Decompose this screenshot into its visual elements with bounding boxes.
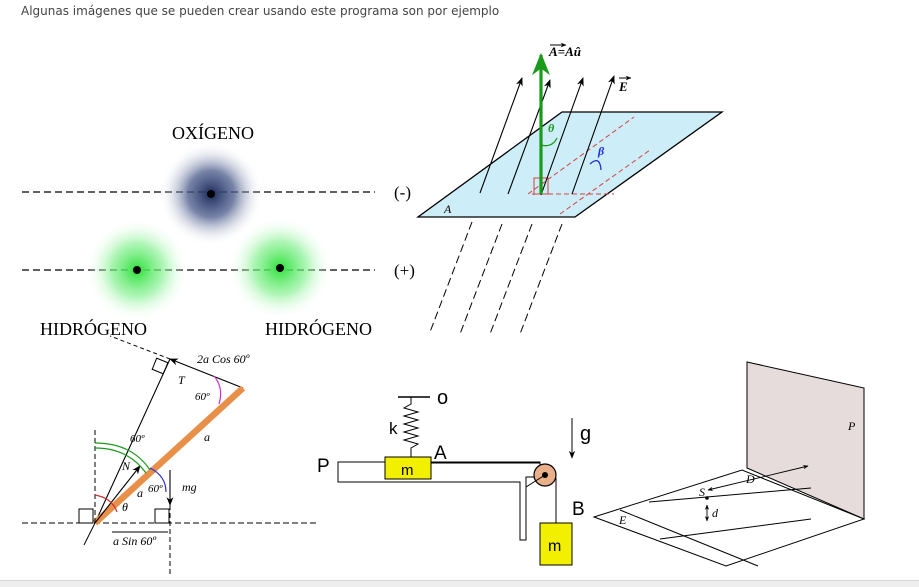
a-lower-label: a — [137, 486, 143, 500]
spring-pulley-figure: o k g P A B m m — [317, 387, 591, 566]
ladder-rod — [92, 385, 246, 526]
mirror-figure: P D S d E — [592, 361, 866, 567]
angle-left-label: 60º — [130, 433, 145, 445]
minus-label: (-) — [394, 183, 411, 202]
s-label: S — [699, 485, 705, 499]
cos-label: 2a Cos 60º — [197, 352, 250, 366]
spring — [402, 397, 420, 458]
mass-a — [384, 456, 432, 480]
g-label: g — [580, 423, 591, 445]
a-upper-label: a — [204, 430, 210, 444]
theta-label: θ — [548, 121, 555, 135]
t-label: T — [178, 373, 186, 387]
mass-a-label: m — [401, 462, 414, 479]
theta-label: θ — [122, 500, 128, 514]
beta-label: β — [597, 144, 605, 158]
angle-top-label: 60º — [195, 391, 210, 403]
hydrogen-nucleus-left — [133, 266, 141, 274]
bottom-scrollbar[interactable] — [0, 580, 919, 587]
hydrogen-nucleus-right — [276, 264, 284, 272]
d-upper-label: D — [745, 472, 755, 486]
p-label: P — [847, 419, 856, 433]
mg-label: mg — [182, 480, 197, 494]
a-label: A — [434, 443, 447, 464]
d-lower-label: d — [712, 506, 719, 520]
hydrogen-right-label: HIDRÓGENO — [265, 318, 372, 339]
n-label: N — [121, 459, 131, 473]
field-label: E — [618, 79, 628, 94]
k-label: k — [389, 419, 398, 438]
oxygen-nucleus — [207, 190, 215, 198]
water-molecule-figure: OXÍGENO HIDRÓGENO HIDRÓGENO (-) (+) — [22, 122, 415, 339]
b-label: B — [572, 499, 585, 520]
ladder-figure: 2a Cos 60º T 60º a 60º N mg 60º a θ a Si… — [22, 335, 318, 575]
oxygen-label: OXÍGENO — [172, 122, 254, 143]
angle-mid-label: 60º — [148, 483, 163, 495]
hydrogen-left-label: HIDRÓGENO — [40, 318, 147, 339]
sin-label: a Sin 60º — [113, 534, 156, 548]
plane-label: A — [443, 202, 452, 216]
mass-b-label: m — [548, 538, 561, 555]
mass-b — [539, 522, 573, 566]
p-label: P — [317, 456, 330, 477]
plus-label: (+) — [394, 261, 415, 280]
surface-plane — [416, 111, 725, 218]
area-vector-label: A=Aû — [548, 44, 581, 59]
intro-text: Algunas imágenes que se pueden crear usa… — [21, 4, 500, 18]
electric-flux-figure: A=Aû E θ β A — [416, 42, 725, 335]
e-label: E — [618, 513, 627, 527]
o-label: o — [437, 387, 448, 409]
